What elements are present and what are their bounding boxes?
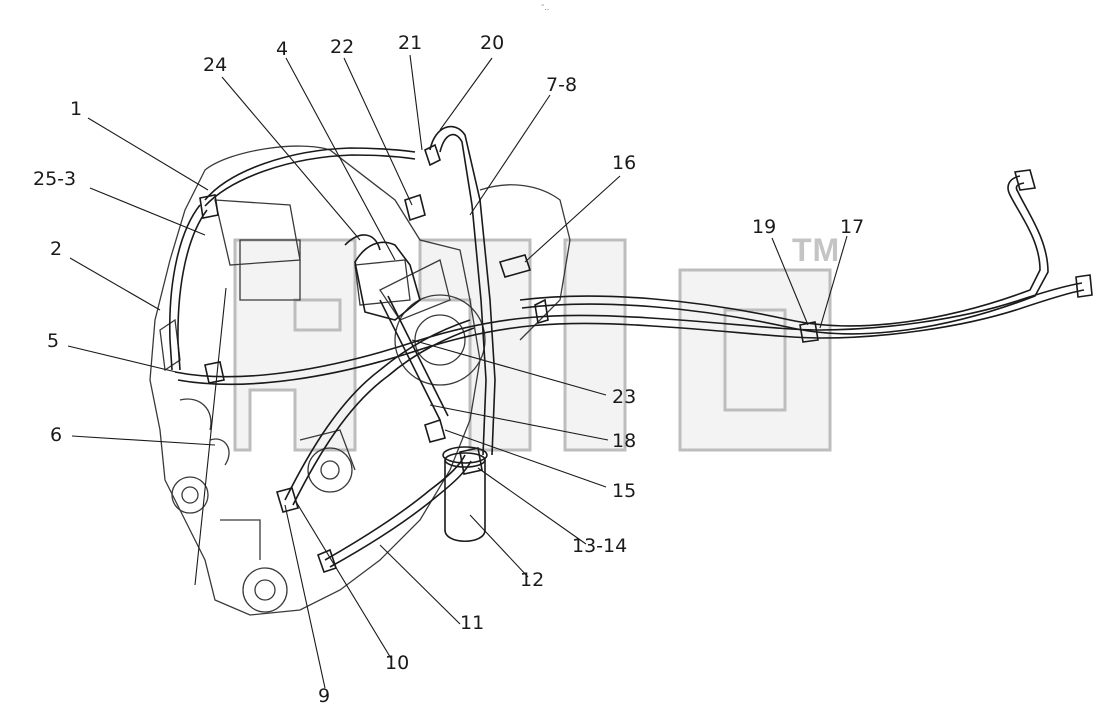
watermark-tm: TM	[792, 232, 841, 268]
callout-7-8: 7-8	[546, 74, 578, 96]
callout-5: 5	[47, 330, 60, 352]
callout-11: 11	[460, 612, 485, 634]
watermark-letters	[233, 238, 832, 452]
hoses	[168, 125, 1093, 574]
callout-17: 17	[840, 216, 865, 238]
callout-16: 16	[612, 152, 637, 174]
callout-23: 23	[612, 386, 637, 408]
callout-20: 20	[480, 32, 505, 54]
header-mark: ˜‥	[541, 4, 550, 12]
callout-21: 21	[398, 32, 423, 54]
callout-24: 24	[203, 54, 228, 76]
callout-12: 12	[520, 569, 545, 591]
callout-13-14: 13-14	[572, 535, 628, 557]
leader-lines	[67, 54, 848, 689]
callout-15: 15	[612, 480, 637, 502]
engine-block	[149, 145, 571, 616]
callout-10: 10	[385, 652, 410, 674]
callout-2: 2	[50, 238, 63, 260]
callout-1: 1	[70, 98, 83, 120]
callout-4: 4	[276, 38, 289, 60]
callout-18: 18	[612, 430, 637, 452]
callout-25-3: 25-3	[33, 168, 77, 190]
callout-6: 6	[50, 424, 63, 446]
callout-22: 22	[330, 36, 355, 58]
callout-19: 19	[752, 216, 777, 238]
callout-9: 9	[318, 685, 331, 707]
